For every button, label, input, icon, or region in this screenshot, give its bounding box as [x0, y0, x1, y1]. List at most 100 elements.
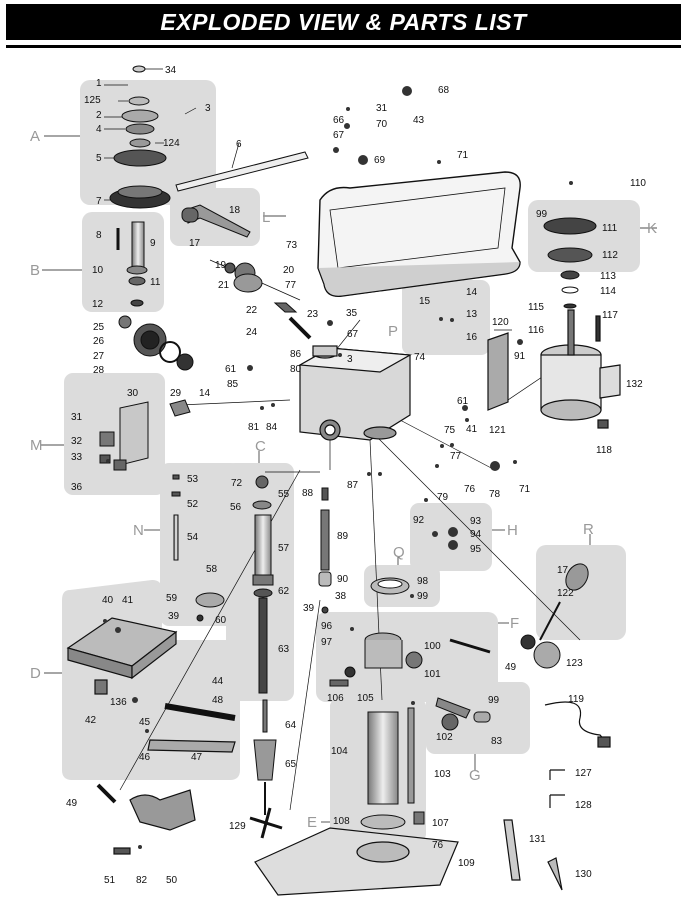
part-label-60: 60 — [215, 615, 227, 626]
part-label-131: 131 — [529, 834, 546, 845]
part-label-90: 90 — [337, 574, 349, 585]
part-label-70: 70 — [376, 119, 388, 130]
group-label-p: P — [388, 323, 398, 340]
part-label-76: 76 — [464, 484, 476, 495]
part-label-19: 19 — [215, 260, 227, 271]
part-label-10: 10 — [92, 265, 104, 276]
part-label-93: 93 — [470, 516, 482, 527]
part-label-66: 66 — [333, 115, 345, 126]
part-label-5: 5 — [96, 153, 102, 164]
part-label-40: 40 — [102, 595, 114, 606]
hardware-fasteners — [103, 86, 573, 849]
part-label-101: 101 — [424, 669, 441, 680]
part-label-56: 56 — [230, 502, 242, 513]
part-label-21: 21 — [218, 280, 230, 291]
part-label-11: 11 — [150, 277, 161, 288]
part-label-43: 43 — [413, 115, 425, 126]
part-label-3: 3 — [347, 354, 353, 365]
part-label-49: 49 — [505, 662, 517, 673]
part-label-32: 32 — [71, 436, 83, 447]
part-label-102: 102 — [436, 732, 453, 743]
part-label-89: 89 — [337, 531, 349, 542]
part-label-4: 4 — [96, 124, 102, 135]
group-label-e: E — [307, 814, 317, 831]
crank-handle-part — [435, 697, 491, 731]
part-label-20: 20 — [283, 265, 295, 276]
part-label-67: 67 — [347, 329, 359, 340]
part-label-64: 64 — [285, 720, 297, 731]
group-label-r: R — [583, 521, 594, 538]
part-label-72: 72 — [231, 478, 243, 489]
part-label-132: 132 — [626, 379, 643, 390]
part-label-76: 76 — [432, 840, 444, 851]
part-label-98: 98 — [417, 576, 429, 587]
part-label-34: 34 — [165, 65, 177, 76]
part-label-12: 12 — [92, 299, 104, 310]
part-label-23: 23 — [307, 309, 319, 320]
part-label-55: 55 — [278, 489, 290, 500]
part-label-75: 75 — [444, 425, 456, 436]
part-label-104: 104 — [331, 746, 348, 757]
part-label-112: 112 — [602, 250, 618, 261]
part-label-71: 71 — [519, 484, 531, 495]
column-part — [360, 707, 425, 830]
part-label-96: 96 — [321, 621, 333, 632]
part-label-36: 36 — [71, 482, 83, 493]
part-label-42: 42 — [85, 715, 97, 726]
part-label-14: 14 — [466, 287, 478, 298]
part-label-71: 71 — [457, 150, 469, 161]
part-label-58: 58 — [206, 564, 218, 575]
part-label-8: 8 — [96, 230, 102, 241]
part-label-73: 73 — [286, 240, 298, 251]
panel-b — [82, 212, 164, 312]
part-label-91: 91 — [514, 351, 526, 362]
head-casting-part — [298, 345, 412, 441]
part-label-22: 22 — [246, 305, 258, 316]
part-label-123: 123 — [566, 658, 583, 669]
part-label-124: 124 — [163, 138, 180, 149]
part-label-81: 81 — [248, 422, 260, 433]
part-label-121: 121 — [489, 425, 506, 436]
part-label-2: 2 — [96, 110, 102, 121]
part-label-119: 119 — [568, 694, 584, 705]
part-label-38: 38 — [335, 591, 347, 602]
part-label-9: 9 — [150, 238, 156, 249]
part-label-13: 13 — [466, 309, 478, 320]
part-label-27: 27 — [93, 351, 105, 362]
group-label-n: N — [133, 522, 144, 539]
part-label-28: 28 — [93, 365, 105, 376]
part-label-59: 59 — [166, 593, 178, 604]
part-label-63: 63 — [278, 644, 290, 655]
part-label-50: 50 — [166, 875, 178, 886]
part-label-79: 79 — [437, 492, 449, 503]
part-label-106: 106 — [327, 693, 344, 704]
group-label-l: L — [262, 209, 270, 226]
part-label-100: 100 — [424, 641, 441, 652]
part-label-17: 17 — [189, 238, 201, 249]
part-label-130: 130 — [575, 869, 592, 880]
part-label-26: 26 — [93, 336, 105, 347]
part-label-97: 97 — [321, 637, 333, 648]
part-label-1: 1 — [96, 78, 102, 89]
motor-part — [487, 309, 621, 429]
part-label-125: 125 — [84, 95, 101, 106]
part-label-41: 41 — [466, 424, 478, 435]
part-label-61: 61 — [457, 396, 469, 407]
part-label-15: 15 — [419, 296, 431, 307]
part-label-117: 117 — [602, 310, 618, 321]
part-label-53: 53 — [187, 474, 199, 485]
part-label-118: 118 — [596, 445, 612, 456]
spindle-shaft-part — [116, 221, 148, 307]
part-label-74: 74 — [414, 352, 426, 363]
part-label-77: 77 — [285, 280, 297, 291]
spindle-pulley-part — [109, 65, 171, 209]
part-label-31: 31 — [376, 103, 388, 114]
part-label-86: 86 — [290, 349, 302, 360]
part-label-31: 31 — [71, 412, 83, 423]
part-label-54: 54 — [187, 532, 199, 543]
part-label-136: 136 — [110, 697, 127, 708]
feed-handle-part — [181, 204, 251, 238]
part-label-120: 120 — [492, 317, 509, 328]
